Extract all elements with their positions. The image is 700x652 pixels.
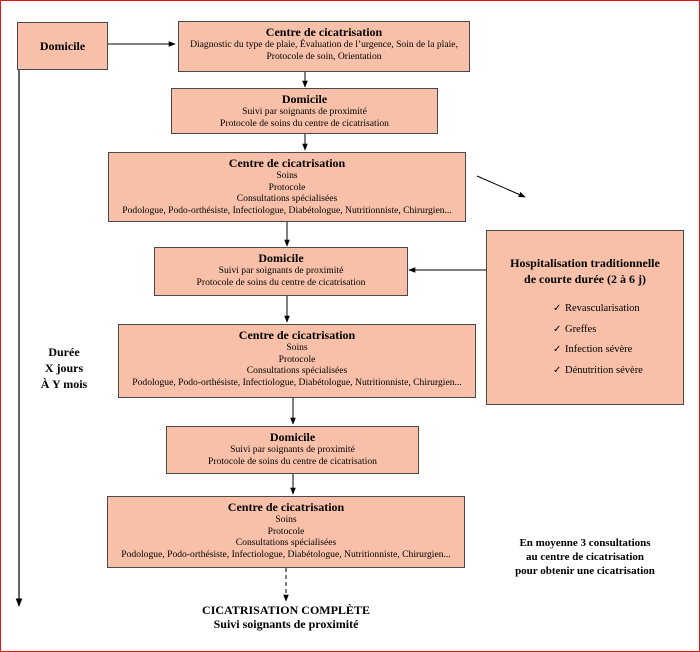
home-1-line: Suivi par soignants de proximité xyxy=(242,106,367,117)
check-icon: ✓ xyxy=(553,364,562,376)
home-2-line: Protocole de soins du centre de cicatris… xyxy=(196,276,366,288)
home-3-line: Protocole de soins du centre de cicatris… xyxy=(208,455,377,467)
average-line: pour obtenir une cicatrisation xyxy=(515,565,655,577)
center-3-line: Consultations spécialisées xyxy=(246,365,348,377)
arrow-to-hospitalisation xyxy=(476,175,526,198)
duration-line: Durée xyxy=(48,345,80,359)
hospitalisation-item-label: Greffes xyxy=(565,323,597,335)
center-box-3: Centre de cicatrisation Soins Protocole … xyxy=(118,324,476,398)
duration-line: À Y mois xyxy=(40,377,88,391)
center-4-title: Centre de cicatrisation xyxy=(227,500,345,514)
center-box-4: Centre de cicatrisation Soins Protocole … xyxy=(107,496,465,568)
hospitalisation-title: Hospitalisation traditionnelle xyxy=(510,256,660,270)
center-2-line: Soins xyxy=(276,170,298,181)
average-line: En moyenne 3 consultations xyxy=(519,537,651,549)
center-3-line: Soins xyxy=(286,342,308,353)
center-2-line: Consultations spécialisées xyxy=(236,193,338,205)
check-icon: ✓ xyxy=(553,323,562,335)
hospitalisation-item: ✓Revascularisation xyxy=(553,299,683,320)
home-1-line: Protocole de soins du centre de cicatris… xyxy=(220,117,389,129)
home-3-title: Domicile xyxy=(269,430,316,444)
center-box-2: Centre de cicatrisation Soins Protocole … xyxy=(108,152,466,222)
hospitalisation-item: ✓Greffes xyxy=(553,320,683,341)
center-3-title: Centre de cicatrisation xyxy=(238,328,356,342)
outcome-label: CICATRISATION COMPLÈTE Suivi soignants d… xyxy=(176,603,396,631)
center-1-line: Protocole de soin, Orientation xyxy=(266,50,382,62)
center-1-line: Diagnostic du type de plaie, Évaluation … xyxy=(190,39,458,50)
average-line: au centre de cicatrisation xyxy=(525,551,645,563)
duration-line: X jours xyxy=(44,361,84,375)
center-1-title: Centre de cicatrisation xyxy=(265,25,383,39)
hospitalisation-item: ✓Infection sévère xyxy=(553,340,683,361)
center-4-line: Podologue, Podo-orthésiste, Infectiologu… xyxy=(121,548,451,560)
center-4-line: Soins xyxy=(275,514,297,525)
home-1-title: Domicile xyxy=(281,92,328,106)
center-2-line: Protocole xyxy=(268,181,306,193)
outcome-title: CICATRISATION COMPLÈTE xyxy=(202,603,370,617)
hospitalisation-title: de courte durée (2 à 6 j) xyxy=(524,272,646,286)
center-4-line: Protocole xyxy=(267,525,305,537)
home-start-title: Domicile xyxy=(39,39,86,53)
hospitalisation-item: ✓Dénutrition sévère xyxy=(553,361,683,382)
home-2-line: Suivi par soignants de proximité xyxy=(218,265,344,276)
home-box-1: Domicile Suivi par soignants de proximit… xyxy=(171,88,438,134)
average-note: En moyenne 3 consultations au centre de … xyxy=(480,536,690,578)
center-2-title: Centre de cicatrisation xyxy=(228,156,346,170)
hospitalisation-item-label: Revascularisation xyxy=(565,303,640,314)
duration-label: Durée X jours À Y mois xyxy=(24,344,104,392)
outcome-subtitle: Suivi soignants de proximité xyxy=(213,617,359,631)
home-start-box: Domicile xyxy=(17,22,108,70)
center-box-1: Centre de cicatrisation Diagnostic du ty… xyxy=(178,21,470,72)
home-2-title: Domicile xyxy=(258,251,304,265)
check-icon: ✓ xyxy=(553,344,562,355)
center-4-line: Consultations spécialisées xyxy=(235,537,337,549)
home-3-line: Suivi par soignants de proximité xyxy=(230,444,355,455)
home-box-3: Domicile Suivi par soignants de proximit… xyxy=(166,426,419,474)
hospitalisation-box: Hospitalisation traditionnelle de courte… xyxy=(486,230,684,405)
home-box-2: Domicile Suivi par soignants de proximit… xyxy=(154,247,408,296)
center-3-line: Podologue, Podo-orthésiste, Infectiologu… xyxy=(132,376,462,388)
hospitalisation-list: ✓Revascularisation ✓Greffes ✓Infection s… xyxy=(487,299,683,381)
hospitalisation-item-label: Infection sévère xyxy=(565,344,633,355)
check-icon: ✓ xyxy=(553,303,562,314)
center-3-line: Protocole xyxy=(278,353,316,365)
hospitalisation-item-label: Dénutrition sévère xyxy=(565,364,643,376)
center-2-line: Podologue, Podo-orthésiste, Infectiologu… xyxy=(122,204,452,216)
